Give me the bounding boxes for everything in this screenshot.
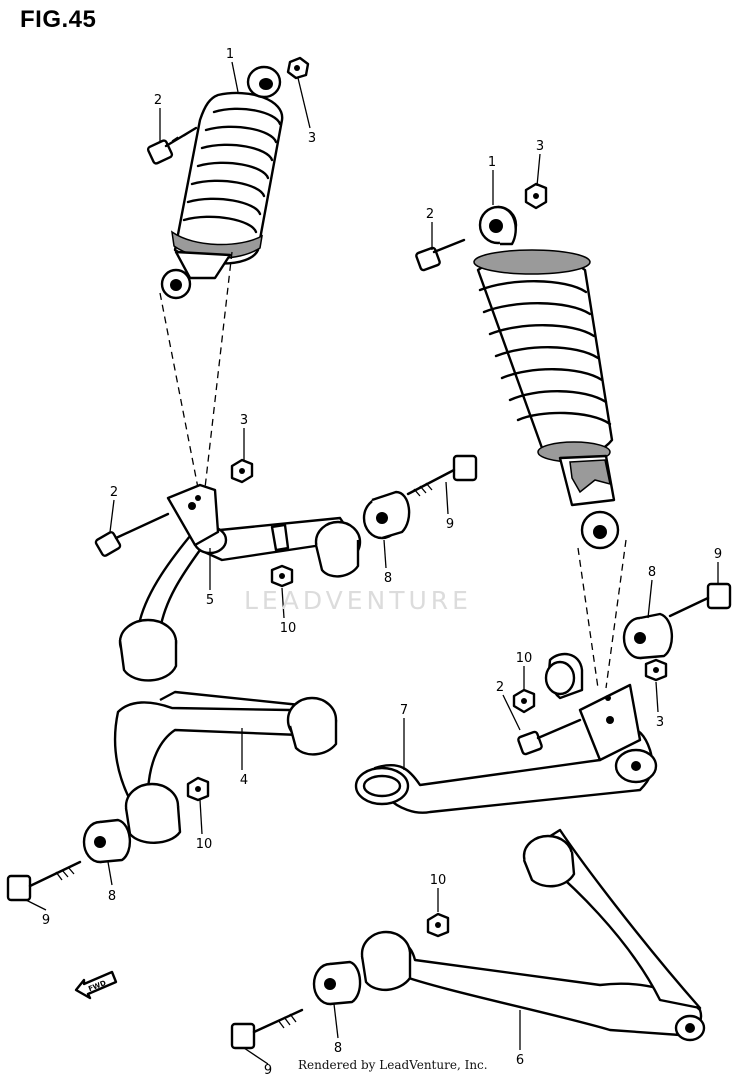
footer-credit: Rendered by LeadVenture, Inc.	[298, 1058, 488, 1072]
bolt-2-upper-right[interactable]	[415, 238, 466, 272]
callout-8-mid: 8	[384, 571, 392, 586]
callout-8-right: 8	[648, 565, 656, 580]
callout-3-lower-right: 3	[656, 715, 664, 730]
callout-10-right: 10	[516, 651, 533, 666]
nut-10-left[interactable]	[186, 776, 210, 802]
arm-6[interactable]	[360, 828, 706, 1042]
callout-10-lower: 10	[430, 873, 447, 888]
bushing-8-left[interactable]	[82, 818, 131, 864]
bushing-8-right[interactable]	[622, 612, 673, 660]
callout-8-left: 8	[108, 889, 116, 904]
figure-title: FIG.45	[20, 6, 97, 33]
callout-9-right: 9	[714, 547, 722, 562]
nut-10-right[interactable]	[512, 688, 536, 714]
bolt-9-mid[interactable]	[406, 454, 478, 497]
bushing-8-lower[interactable]	[312, 960, 362, 1006]
watermark: LEADVENTURE	[244, 586, 472, 615]
arm-7[interactable]	[354, 652, 658, 814]
left-shock-absorber[interactable]	[160, 65, 284, 300]
nut-3-upper-left[interactable]	[286, 56, 310, 80]
callout-4: 4	[240, 773, 248, 788]
nut-3-upper-right[interactable]	[524, 182, 548, 210]
callout-2-lower-right: 2	[496, 680, 504, 695]
nut-3-right[interactable]	[644, 658, 668, 682]
nut-10-lower[interactable]	[426, 912, 450, 938]
callout-8-lower: 8	[334, 1041, 342, 1056]
bolt-9-right[interactable]	[668, 582, 732, 618]
callout-2-left: 2	[154, 93, 162, 108]
bolt-9-left[interactable]	[6, 860, 82, 902]
callout-1-right: 1	[488, 155, 496, 170]
bolt-2-upper-left[interactable]	[146, 126, 198, 165]
callout-10-mid: 10	[280, 621, 297, 636]
callout-7: 7	[400, 703, 408, 718]
callout-9-lower: 9	[264, 1063, 272, 1077]
callout-1-left: 1	[226, 47, 234, 62]
callout-9-left: 9	[42, 913, 50, 928]
nut-3-mid-left[interactable]	[230, 458, 254, 484]
bolt-2-right[interactable]	[517, 718, 582, 756]
bolt-9-lower[interactable]	[230, 1008, 304, 1050]
callout-3-right: 3	[536, 139, 544, 154]
arm-5[interactable]	[118, 483, 362, 682]
bushing-8-mid[interactable]	[362, 490, 411, 540]
callout-5: 5	[206, 593, 214, 608]
nut-10-mid[interactable]	[270, 564, 294, 588]
callout-2-mid: 2	[110, 485, 118, 500]
callout-6: 6	[516, 1053, 524, 1068]
callout-2-right: 2	[426, 207, 434, 222]
fwd-arrow: FWD	[74, 970, 118, 1000]
right-shock-absorber[interactable]	[473, 205, 620, 550]
callout-3-mid: 3	[240, 413, 248, 428]
callout-9-mid: 9	[446, 517, 454, 532]
bolt-2-mid-left[interactable]	[94, 512, 170, 557]
arm-4[interactable]	[113, 690, 338, 844]
callout-10-left: 10	[196, 837, 213, 852]
callout-3-left: 3	[308, 131, 316, 146]
